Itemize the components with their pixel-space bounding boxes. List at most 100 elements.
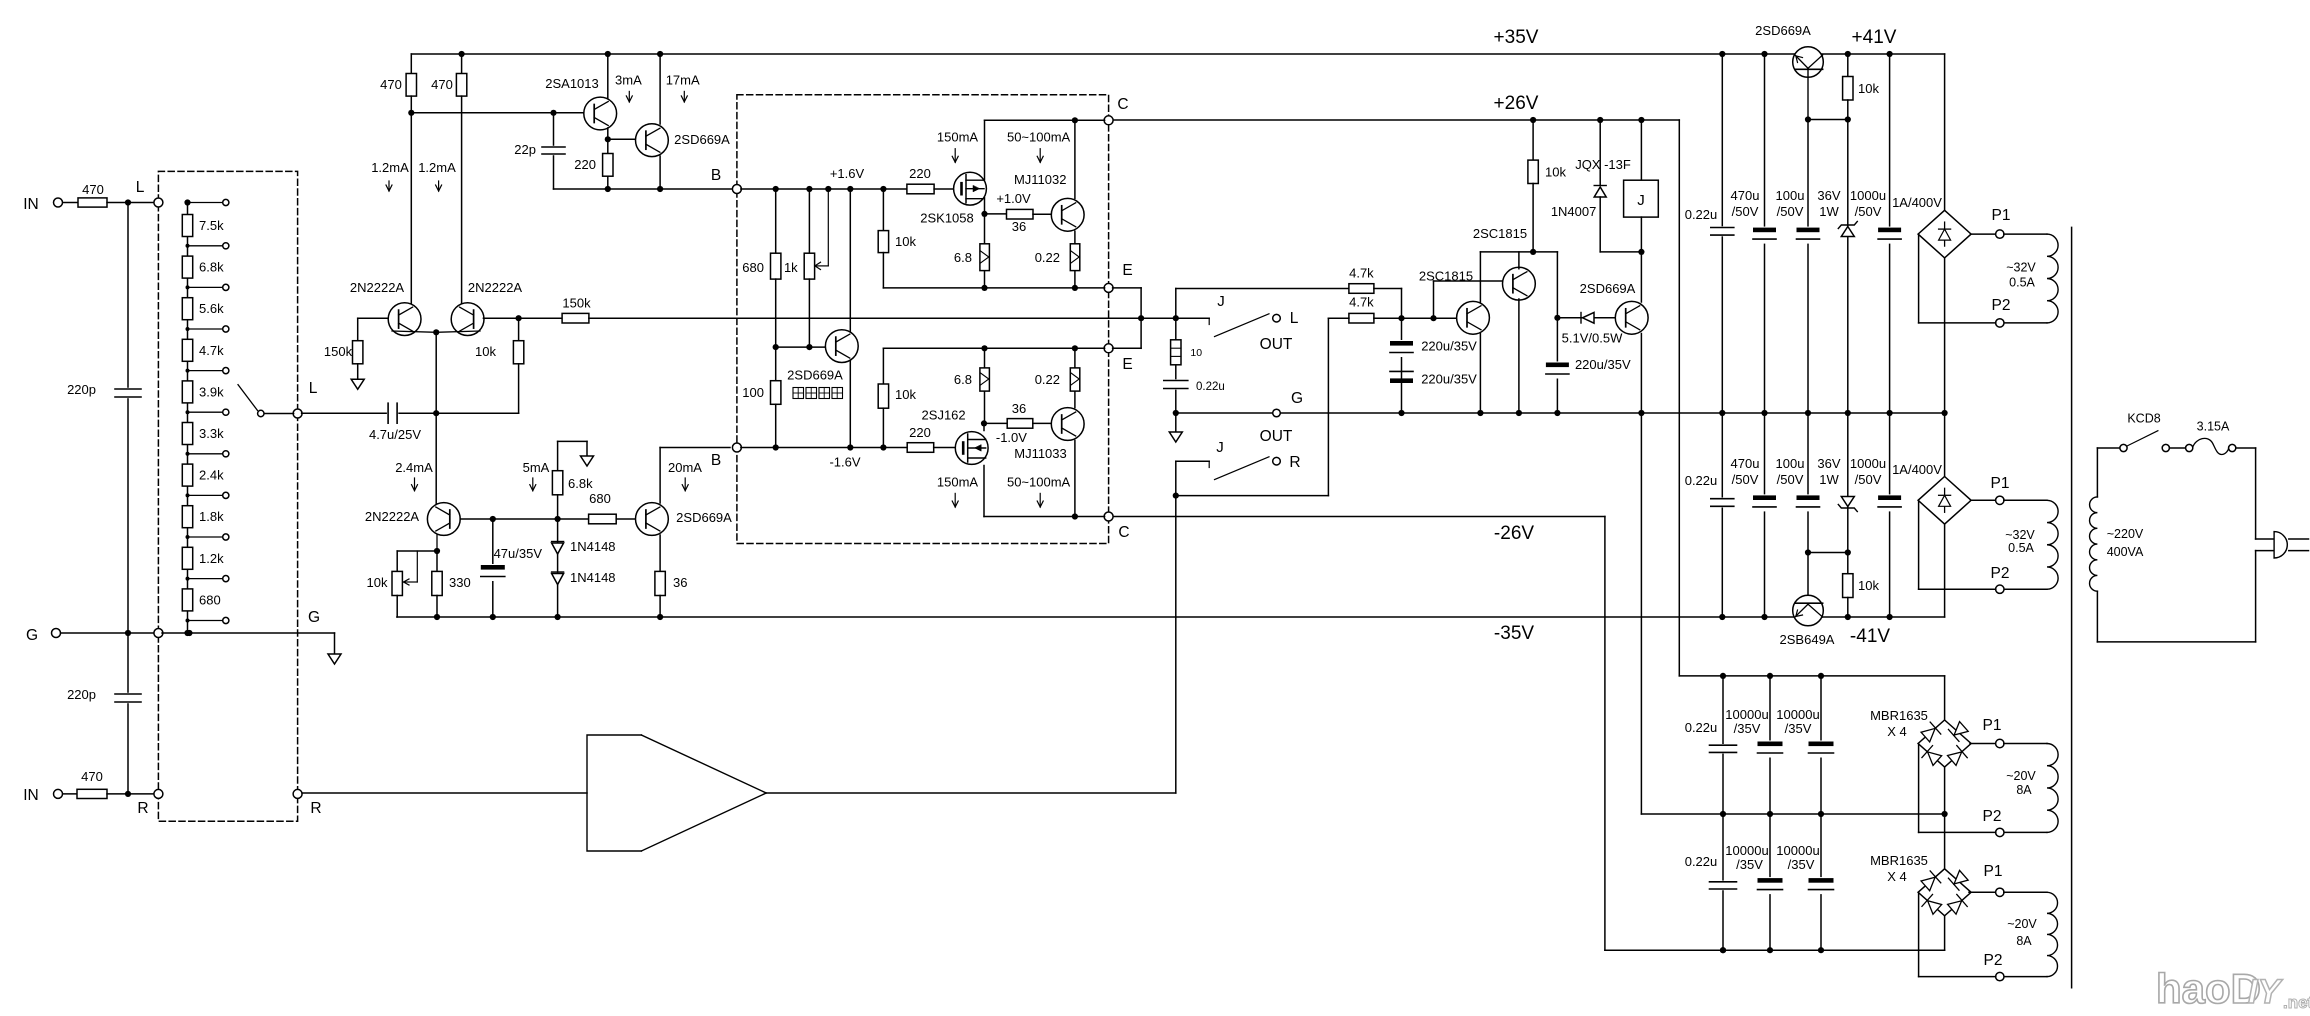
svg-text:330: 330 <box>449 575 471 590</box>
svg-text:+41V: +41V <box>1852 27 1897 48</box>
svg-text:470: 470 <box>380 77 402 92</box>
svg-text:/50V: /50V <box>1855 472 1882 487</box>
svg-text:2.4k: 2.4k <box>199 468 224 483</box>
svg-text:/50V: /50V <box>1855 204 1882 219</box>
svg-text:100u: 100u <box>1776 188 1805 203</box>
svg-text:P1: P1 <box>1984 863 2003 880</box>
svg-text:2SD669A: 2SD669A <box>787 367 843 382</box>
svg-text:~20V: ~20V <box>2007 917 2037 931</box>
svg-text:2N2222A: 2N2222A <box>468 280 523 295</box>
svg-text:22p: 22p <box>514 142 536 157</box>
svg-text:/50V: /50V <box>1777 204 1804 219</box>
svg-text:10k: 10k <box>895 234 916 249</box>
svg-text:B: B <box>711 167 721 184</box>
svg-text:IN: IN <box>23 787 39 804</box>
svg-text:10k: 10k <box>895 387 916 402</box>
svg-text:220: 220 <box>909 425 931 440</box>
svg-text:L: L <box>136 179 145 196</box>
svg-text:2SA1013: 2SA1013 <box>545 76 599 91</box>
svg-text:220: 220 <box>909 166 931 181</box>
svg-text:1W: 1W <box>1819 204 1839 219</box>
svg-text:36V: 36V <box>1817 188 1840 203</box>
svg-text:5.1V/0.5W: 5.1V/0.5W <box>1562 330 1623 345</box>
svg-text:680: 680 <box>742 260 764 275</box>
svg-text:R: R <box>1289 454 1300 471</box>
svg-text:150k: 150k <box>562 296 591 311</box>
svg-text:0.22u: 0.22u <box>1685 854 1718 869</box>
svg-text:3.9k: 3.9k <box>199 384 224 399</box>
svg-text:+26V: +26V <box>1494 93 1539 114</box>
svg-text:P2: P2 <box>1983 808 2002 825</box>
svg-text:-35V: -35V <box>1494 623 1534 644</box>
svg-text:220p: 220p <box>67 687 96 702</box>
svg-text:JQX -13F: JQX -13F <box>1575 157 1631 172</box>
svg-text:C: C <box>1117 96 1128 113</box>
svg-text:150k: 150k <box>324 344 353 359</box>
svg-text:0.22u: 0.22u <box>1685 473 1718 488</box>
svg-text:7.5k: 7.5k <box>199 218 224 233</box>
svg-text:MBR1635: MBR1635 <box>1870 708 1928 723</box>
svg-text:-1.0V: -1.0V <box>996 430 1027 445</box>
svg-text:X 4: X 4 <box>1887 724 1907 739</box>
svg-text:J: J <box>1637 192 1645 209</box>
svg-text:36V: 36V <box>1817 456 1840 471</box>
svg-text:IN: IN <box>23 196 39 213</box>
svg-text:2SC1815: 2SC1815 <box>1473 226 1527 241</box>
svg-text:MJ11032: MJ11032 <box>1014 172 1067 187</box>
svg-text:haoD: haoD <box>2156 965 2261 1012</box>
svg-text:0.22: 0.22 <box>1035 250 1060 265</box>
svg-text:P1: P1 <box>1983 717 2002 734</box>
svg-text:8A: 8A <box>2016 783 2032 797</box>
svg-text:L: L <box>309 380 318 397</box>
svg-text:1k: 1k <box>784 260 798 275</box>
svg-text:2.4mA: 2.4mA <box>395 460 433 475</box>
svg-text:3.15A: 3.15A <box>2197 420 2230 434</box>
svg-text:220p: 220p <box>67 382 96 397</box>
svg-text:OUT: OUT <box>1260 336 1293 353</box>
svg-text:L: L <box>1290 310 1299 327</box>
svg-text:10000u: 10000u <box>1776 707 1819 722</box>
svg-text:-1.6V: -1.6V <box>829 454 860 469</box>
svg-text:470u: 470u <box>1731 188 1760 203</box>
svg-text:0.22: 0.22 <box>1035 372 1060 387</box>
svg-text:-26V: -26V <box>1494 523 1534 544</box>
svg-text:+35V: +35V <box>1494 27 1539 48</box>
svg-text:470: 470 <box>82 182 104 197</box>
svg-text:0.5A: 0.5A <box>2008 541 2034 555</box>
svg-text:36: 36 <box>1012 219 1026 234</box>
svg-text:E: E <box>1122 262 1132 279</box>
svg-text:2SK1058: 2SK1058 <box>920 211 974 226</box>
svg-text:G: G <box>1291 390 1303 407</box>
svg-text:J: J <box>1217 293 1225 310</box>
svg-text:10: 10 <box>1190 347 1202 359</box>
svg-text:10000u: 10000u <box>1725 843 1768 858</box>
svg-text:OUT: OUT <box>1260 428 1293 445</box>
svg-text:.net: .net <box>2283 993 2310 1012</box>
svg-text:10k: 10k <box>1545 165 1566 180</box>
svg-text:-41V: -41V <box>1850 626 1890 647</box>
svg-text:10k: 10k <box>367 575 388 590</box>
svg-text:3.3k: 3.3k <box>199 426 224 441</box>
svg-text:G: G <box>308 609 320 626</box>
svg-text:680: 680 <box>589 491 611 506</box>
svg-text:1000u: 1000u <box>1850 456 1886 471</box>
svg-text:10k: 10k <box>1858 81 1879 96</box>
svg-text:150mA: 150mA <box>937 474 979 489</box>
svg-text:680: 680 <box>199 592 221 607</box>
svg-text:2SD669A: 2SD669A <box>674 132 730 147</box>
svg-text:C: C <box>1118 524 1129 541</box>
svg-text:2SC1815: 2SC1815 <box>1419 269 1473 284</box>
svg-text:2SD669A: 2SD669A <box>1580 281 1636 296</box>
svg-text:/35V: /35V <box>1734 721 1761 736</box>
svg-text:P1: P1 <box>1991 475 2010 492</box>
svg-text:/35V: /35V <box>1788 857 1815 872</box>
svg-text:P2: P2 <box>1984 952 2003 969</box>
svg-text:~32V: ~32V <box>2006 261 2036 275</box>
svg-text:1A/400V: 1A/400V <box>1892 462 1942 477</box>
svg-text:6.8k: 6.8k <box>568 476 593 491</box>
svg-text:IY: IY <box>2248 973 2283 1011</box>
svg-text:E: E <box>1122 356 1132 373</box>
svg-text:220: 220 <box>574 157 596 172</box>
svg-text:1W: 1W <box>1819 472 1839 487</box>
svg-text:400VA: 400VA <box>2107 545 2144 559</box>
